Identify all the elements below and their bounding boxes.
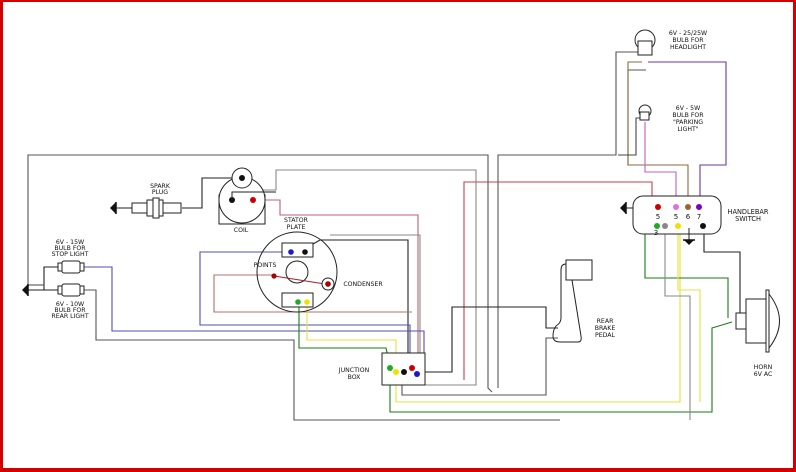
stop-light-label-2: BULB FOR <box>54 245 86 252</box>
wire-black-horn <box>703 231 741 315</box>
switch-pin-label: 7 <box>697 213 701 221</box>
switch-top-pin <box>673 204 679 210</box>
parking-label-1: 6V - 5W <box>676 105 700 112</box>
junction-terminal <box>401 369 407 375</box>
wire-frame-left <box>27 154 493 393</box>
wire-yellow-switch <box>677 231 701 402</box>
ground-icon <box>22 284 29 296</box>
wire-green-switch-2 <box>644 231 729 318</box>
points-label: POINTS <box>254 262 277 269</box>
horn-label-1: HORN <box>754 364 773 371</box>
junction-label-1: JUNCTION <box>338 367 370 374</box>
wire-stop-ground <box>43 266 58 290</box>
stator-label-1: STATOR <box>284 217 309 224</box>
junction-terminals <box>387 365 420 377</box>
switch-bottom-pin <box>700 223 706 229</box>
stator-plate <box>256 231 338 313</box>
horn <box>735 289 780 353</box>
coil-label: COIL <box>234 227 249 234</box>
stator-label-2: PLATE <box>287 224 306 231</box>
switch-bottom-pin <box>675 223 681 229</box>
switch-top-pin <box>685 204 691 210</box>
junction-terminal <box>387 365 393 371</box>
ground-icon <box>620 202 627 214</box>
wire-black-brake-1 <box>414 306 558 373</box>
headlight-label-1: 6V - 25/25W <box>669 30 707 37</box>
brake-label-1: REAR <box>597 318 614 325</box>
brake-label-3: PEDAL <box>595 332 616 339</box>
switch-bottom-pin <box>662 223 668 229</box>
wire-parking-black <box>618 117 640 156</box>
rear-light-label-1: 6V - 10W <box>56 301 84 308</box>
handlebar-switch <box>620 195 722 245</box>
switch-top-pin <box>696 204 702 210</box>
switch-bottom-pin <box>654 223 660 229</box>
wire-headlight-purple <box>648 61 727 205</box>
rear-brake-pedal <box>552 259 593 343</box>
wire-frame-right <box>497 51 638 388</box>
brake-label-2: BRAKE <box>595 325 616 332</box>
rear-light-label-2: BULB FOR <box>54 307 86 314</box>
handlebar-label-2: SWITCH <box>735 215 761 223</box>
wire-parking-pink <box>644 122 677 205</box>
stop-light-bulb <box>57 260 85 274</box>
spark-plug-label-2: PLUG <box>152 189 168 196</box>
wire-headlight-tan <box>627 61 689 205</box>
headlight-bulb <box>634 29 656 56</box>
switch-pin-label: 3 <box>654 229 658 237</box>
wire-red-coil <box>258 199 419 369</box>
junction-label-2: BOX <box>348 374 362 381</box>
parking-label-4: LIGHT" <box>677 126 698 133</box>
spark-plug <box>110 197 182 219</box>
condenser-label: CONDENSER <box>343 281 383 288</box>
wire-yellow-stator <box>306 231 681 403</box>
handlebar-label-1: HANDLEBAR <box>728 208 769 216</box>
junction-terminal <box>414 371 420 377</box>
parking-label-3: "PARKING <box>673 119 703 126</box>
switch-top-pin <box>655 204 661 210</box>
junction-terminal <box>409 365 415 371</box>
wire-black-brake-2 <box>401 337 558 396</box>
horn-label-2: 6V AC <box>754 371 773 378</box>
rear-light-bulb <box>57 283 85 297</box>
ignition-coil <box>218 167 276 225</box>
stop-light-label-1: 6V - 15W <box>56 239 84 246</box>
parking-light-bulb <box>638 104 652 121</box>
wire-grey-coil <box>231 169 477 386</box>
headlight-label-3: HEADLIGHT <box>670 44 706 51</box>
wire-spark-coil <box>182 177 240 209</box>
parking-label-2: BULB FOR <box>672 112 704 119</box>
rear-light-label-3: REAR LIGHT <box>51 313 88 320</box>
headlight-label-2: BULB FOR <box>672 37 704 44</box>
wire-black-rear <box>84 289 560 421</box>
stop-light-label-3: STOP LIGHT <box>52 251 89 258</box>
switch-pin-label: 5 <box>656 213 660 221</box>
spark-plug-label-1: SPARK <box>150 183 171 190</box>
switch-pin-label: 5 <box>674 213 678 221</box>
wire-red-switch <box>463 181 653 380</box>
wire-grey-switch <box>664 231 691 420</box>
ground-icon <box>683 239 695 245</box>
wire-green-switch <box>389 321 733 413</box>
junction-terminal <box>393 369 399 375</box>
switch-pin-label: 6 <box>686 213 691 221</box>
wire-brown-points <box>213 274 412 313</box>
ground-icon <box>110 202 117 214</box>
